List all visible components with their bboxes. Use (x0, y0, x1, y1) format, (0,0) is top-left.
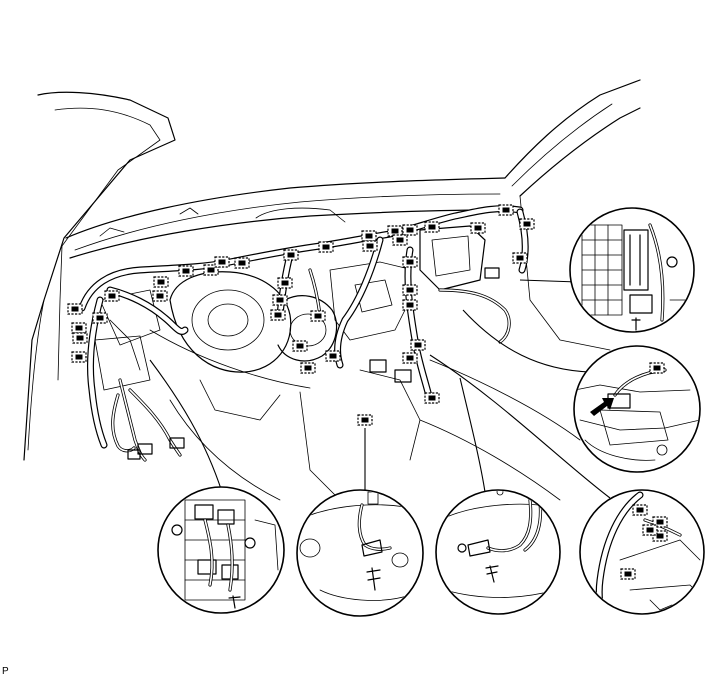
figure-reference-code: P (2, 666, 9, 677)
ground-terminal (467, 539, 491, 557)
main-clip-core-24 (329, 353, 337, 359)
detail-clip-core-4 (656, 533, 664, 539)
leader-bottom-center-right (459, 377, 486, 493)
main-clip-core-35 (218, 259, 226, 265)
main-clip-core-32 (428, 395, 436, 401)
main-clip-core-38 (296, 343, 304, 349)
detail-circle-mid-right (573, 345, 701, 473)
main-clip-core-33 (304, 365, 312, 371)
main-clip-core-6 (157, 279, 165, 285)
leader-top-right (519, 279, 579, 283)
main-clip-core-20 (281, 280, 289, 286)
main-clip-core-29 (406, 302, 414, 308)
main-clip-core-17 (502, 207, 510, 213)
connector-center-2 (394, 369, 412, 383)
detail-clip-core-6 (646, 527, 654, 533)
bolt-icon (485, 565, 499, 583)
main-clip-core-37 (96, 315, 104, 321)
cowl-top (65, 177, 506, 239)
blower-housing (277, 295, 338, 362)
detail-circle-bottom-center-right (435, 489, 561, 615)
bolt-icon (666, 256, 678, 268)
main-clip-core-16 (474, 225, 482, 231)
main-clip-core-18 (523, 221, 531, 227)
detail-clip-core-1 (653, 365, 661, 371)
main-clip-core-25 (366, 243, 374, 249)
main-clip-core-36 (156, 293, 164, 299)
loose-wires (111, 267, 511, 462)
connector-center-1 (369, 359, 387, 373)
leader-mid-right (462, 309, 591, 373)
main-clip-core-34 (361, 417, 369, 423)
main-clip-core-8 (207, 267, 215, 273)
leader-bottom-right (429, 354, 611, 499)
connector-left-1 (137, 443, 153, 455)
hvac-unit (169, 271, 292, 373)
main-clip-core-9 (238, 260, 246, 266)
main-clip-core-21 (274, 312, 282, 318)
main-clip-core-4 (76, 335, 84, 341)
leader-bottom-left (149, 359, 223, 493)
main-clip-core-13 (391, 228, 399, 234)
main-clip-core-3 (75, 325, 83, 331)
main-clip-core-2 (108, 293, 116, 299)
main-clip-core-15 (428, 224, 436, 230)
main-clip-core-23 (276, 297, 284, 303)
main-clip-core-7 (182, 268, 190, 274)
main-clip-core-11 (322, 244, 330, 250)
bolt-icon (366, 567, 381, 591)
bolt-icon (171, 524, 183, 536)
right-a-pillar (504, 79, 641, 179)
main-clip-core-30 (414, 342, 422, 348)
main-clip-core-14 (406, 227, 414, 233)
detail-circle-top-right (569, 207, 695, 333)
main-clip-core-10 (287, 252, 295, 258)
detail-clip-core-2 (636, 507, 644, 513)
detail-circle-bottom-left (157, 486, 285, 614)
main-clip-core-27 (406, 259, 414, 265)
main-clip-group (67, 204, 535, 426)
detail-clip-group (620, 362, 668, 580)
arrow-icon (590, 398, 614, 416)
detail-clip-core-3 (656, 519, 664, 525)
detail-clip-core-5 (624, 571, 632, 577)
right-duct (419, 225, 486, 291)
leader-lines (149, 279, 611, 500)
ground-terminal (361, 539, 383, 557)
center-components (94, 225, 486, 461)
main-clip-core-26 (396, 237, 404, 243)
main-clip-core-31 (406, 355, 414, 361)
left-door-frame (23, 91, 176, 461)
connector-left-3 (127, 449, 141, 460)
connector-left-2 (169, 437, 185, 449)
main-clip-core-28 (406, 287, 414, 293)
main-clip-core-19 (516, 255, 524, 261)
connector-right-1 (484, 267, 500, 279)
main-clip-core-22 (314, 313, 322, 319)
bolt-icon (244, 537, 256, 549)
main-clip-core-5 (75, 354, 83, 360)
left-door-frame-inner (54, 107, 161, 247)
main-clip-core-1 (71, 306, 79, 312)
detail-circle-bottom-center (296, 489, 424, 617)
main-clip-core-12 (365, 233, 373, 239)
